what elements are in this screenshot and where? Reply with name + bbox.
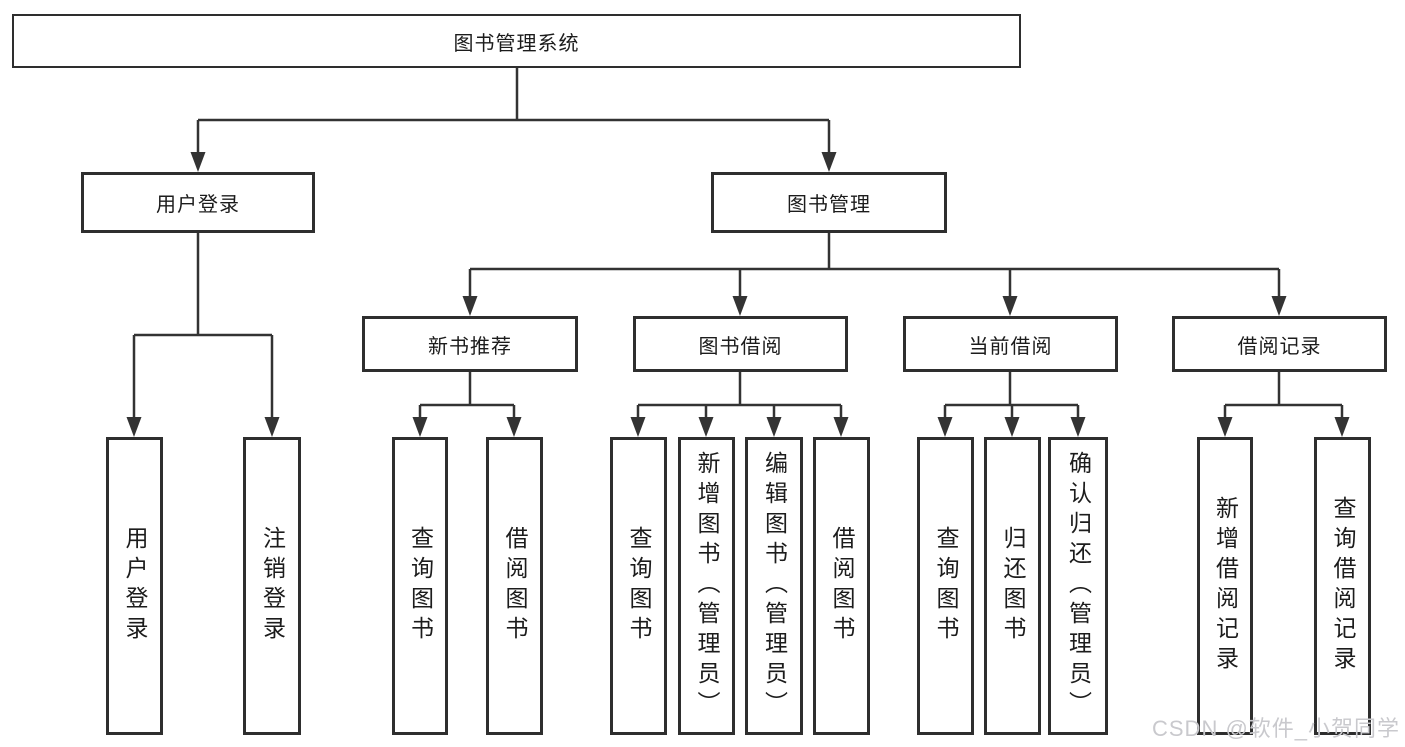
arrowhead-icon	[126, 417, 142, 437]
arrowhead-icon	[732, 296, 748, 316]
csdn-watermark: CSDN @软件_小贺同学	[1152, 716, 1401, 741]
connector-user-login-children	[126, 233, 280, 437]
leaf-user-login: 用户登录	[106, 437, 163, 735]
node-new-book-recommend-label: 新书推荐	[428, 335, 512, 358]
arrowhead-icon	[506, 417, 522, 437]
arrowhead-icon	[1334, 417, 1350, 437]
leaf-query-books-current-label: 查询图书	[933, 526, 959, 646]
leaf-add-borrow-record-label: 新增借阅记录	[1212, 496, 1239, 676]
arrowhead-icon	[412, 417, 428, 437]
leaf-add-borrow-record: 新增借阅记录	[1197, 437, 1253, 735]
arrowhead-icon	[630, 417, 646, 437]
leaf-borrow-books-recommend-label: 借阅图书	[502, 526, 528, 646]
node-current-borrowing: 当前借阅	[903, 316, 1118, 372]
connector-line	[418, 372, 516, 419]
leaf-confirm-return-admin: 确认归还（管理员）	[1048, 437, 1108, 735]
arrowhead-icon	[462, 296, 478, 316]
arrowhead-icon	[1004, 417, 1020, 437]
leaf-query-borrow-record: 查询借阅记录	[1314, 437, 1371, 735]
node-root-system-label: 图书管理系统	[453, 32, 580, 55]
node-borrowing-records: 借阅记录	[1172, 316, 1387, 372]
arrowhead-icon	[1070, 417, 1086, 437]
node-book-borrowing: 图书借阅	[633, 316, 848, 372]
connector-line	[1223, 372, 1344, 419]
connector-line	[636, 372, 843, 419]
leaf-user-login-label: 用户登录	[122, 526, 148, 646]
connector-current-borrowing-children	[937, 372, 1086, 437]
leaf-return-book: 归还图书	[984, 437, 1041, 735]
node-user-login-label: 用户登录	[156, 194, 240, 216]
connector-line	[468, 233, 1281, 298]
node-book-borrowing-label: 图书借阅	[698, 335, 783, 358]
arrowhead-icon	[264, 417, 280, 437]
arrowhead-icon	[1271, 296, 1287, 316]
node-root-system: 图书管理系统	[12, 14, 1021, 68]
arrowhead-icon	[698, 417, 714, 437]
leaf-edit-book-admin: 编辑图书（管理员）	[745, 437, 803, 735]
arrowhead-icon	[937, 417, 953, 437]
leaf-edit-book-admin-label: 编辑图书（管理员）	[761, 451, 788, 721]
arrowhead-icon	[766, 417, 782, 437]
arrowhead-icon	[821, 152, 837, 172]
connector-line	[132, 233, 274, 419]
node-new-book-recommend: 新书推荐	[362, 316, 578, 372]
connector-new-book-recommend-children	[412, 372, 522, 437]
leaf-borrow-books-borrowing-label: 借阅图书	[829, 526, 855, 646]
leaf-borrow-books-borrowing: 借阅图书	[813, 437, 870, 735]
leaf-query-books-borrowing-label: 查询图书	[626, 526, 652, 646]
leaf-query-borrow-record-label: 查询借阅记录	[1330, 496, 1356, 676]
node-book-management: 图书管理	[711, 172, 947, 233]
connector-book-borrowing-children	[630, 372, 849, 437]
node-user-login: 用户登录	[81, 172, 315, 233]
leaf-confirm-return-admin-label: 确认归还（管理员）	[1065, 451, 1092, 721]
leaf-logout: 注销登录	[243, 437, 301, 735]
leaf-query-books-borrowing: 查询图书	[610, 437, 667, 735]
node-borrowing-records-label: 借阅记录	[1237, 335, 1322, 358]
node-book-management-label: 图书管理	[787, 194, 871, 216]
connector-borrowing-records-children	[1217, 372, 1350, 437]
leaf-add-book-admin-label: 新增图书（管理员）	[694, 451, 720, 721]
leaf-query-books-recommend: 查询图书	[392, 437, 448, 735]
connector-line	[196, 68, 831, 154]
arrowhead-icon	[190, 152, 206, 172]
arrowhead-icon	[1217, 417, 1233, 437]
leaf-query-books-recommend-label: 查询图书	[407, 526, 434, 646]
node-current-borrowing-label: 当前借阅	[968, 335, 1053, 358]
leaf-add-book-admin: 新增图书（管理员）	[678, 437, 735, 735]
connector-book-management-children	[462, 233, 1287, 316]
leaf-return-book-label: 归还图书	[1000, 526, 1026, 646]
leaf-borrow-books-recommend: 借阅图书	[486, 437, 543, 735]
connector-root-to-level2	[190, 68, 837, 172]
leaf-logout-label: 注销登录	[259, 526, 286, 646]
connector-line	[943, 372, 1080, 419]
arrowhead-icon	[1002, 296, 1018, 316]
arrowhead-icon	[833, 417, 849, 437]
leaf-query-books-current: 查询图书	[917, 437, 974, 735]
